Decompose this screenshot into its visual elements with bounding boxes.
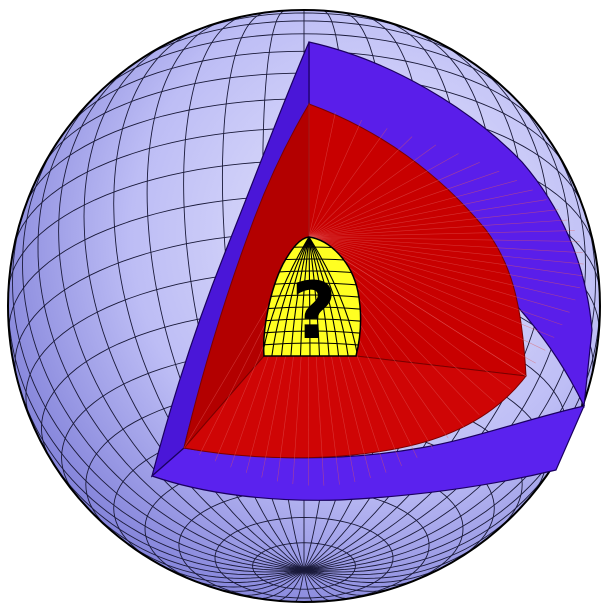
- inner-core-surface: [262, 236, 362, 357]
- core-grid-line: [308, 237, 340, 356]
- mantle-streak: [308, 189, 533, 238]
- grid-line: [256, 569, 305, 599]
- mantle-streak: [308, 153, 459, 238]
- grid-line: [303, 130, 586, 571]
- grid-line: [303, 442, 567, 573]
- grid-line: [303, 569, 397, 592]
- mantle-streak: [308, 236, 546, 351]
- core-grid-line: [308, 237, 311, 356]
- grid-line: [41, 442, 305, 573]
- core-grid-line: [263, 237, 310, 356]
- grid-line: [303, 569, 352, 599]
- grid-line: [252, 542, 356, 590]
- grid-line: [66, 50, 305, 130]
- mantle-streak: [308, 170, 500, 238]
- grid-line: [303, 33, 512, 95]
- grid-line: [211, 569, 305, 592]
- grid-line: [81, 501, 305, 576]
- core-grid-line: [271, 237, 310, 356]
- mantle-streak: [308, 236, 583, 253]
- grid-line: [58, 59, 305, 571]
- grid-line: [303, 50, 542, 130]
- inner-core: ?: [262, 236, 362, 357]
- core-grid-line: [280, 237, 310, 356]
- mantle-streak: [308, 219, 568, 238]
- mantle-streak: [308, 112, 336, 238]
- mantle-streak: [308, 236, 536, 364]
- grid-line: [214, 517, 394, 599]
- mantle-streak: [308, 236, 580, 289]
- grid-line: [22, 130, 305, 571]
- grid-line: [303, 501, 527, 576]
- core-grid-line: [290, 237, 310, 356]
- grid-line: [8, 160, 305, 295]
- core-grid-line: [308, 237, 359, 356]
- mantle-streak: [308, 128, 388, 238]
- mantle-streak: [308, 162, 480, 238]
- grid-line: [37, 85, 305, 571]
- mantle-streak: [308, 236, 570, 313]
- mantle-streak: [308, 199, 547, 238]
- grid-line: [303, 59, 550, 571]
- grid-line: [146, 20, 305, 571]
- grid-line: [12, 193, 305, 571]
- mantle-streak: [308, 144, 437, 238]
- grid-line: [13, 127, 305, 247]
- mantle-streak: [308, 136, 413, 238]
- grid-line: [303, 85, 571, 571]
- mantle-streak: [308, 236, 580, 242]
- grid-line: [119, 537, 305, 579]
- mantle-streak: [308, 236, 584, 265]
- grid-line: [8, 273, 305, 571]
- grid-line: [303, 537, 489, 579]
- grid-line: [8, 195, 305, 337]
- grid-line: [113, 29, 305, 571]
- grid-line: [96, 33, 305, 95]
- grid-line: [24, 98, 305, 207]
- mantle-streak: [308, 119, 362, 238]
- grid-line: [13, 365, 305, 571]
- mantle-streak: [308, 236, 583, 277]
- core-grid-line: [308, 237, 321, 356]
- mantle-layer: [183, 102, 584, 486]
- mantle-streak: [308, 236, 527, 377]
- grid-line: [83, 39, 305, 571]
- core-question-mark: ?: [291, 267, 336, 357]
- mantle-streak: [308, 236, 563, 326]
- core-grid-line: [308, 237, 330, 356]
- core-grid-line: [308, 237, 349, 356]
- mantle-face-bottom: [183, 355, 527, 459]
- mantle-streak: [308, 209, 559, 238]
- core-grid-line: [299, 237, 310, 356]
- grid-line: [44, 72, 305, 164]
- mantle-streak: [308, 230, 575, 238]
- mantle-streak: [308, 236, 576, 301]
- mantle-streak: [308, 180, 517, 238]
- outer-shell-outline: [7, 9, 601, 603]
- mantle-face-top: [308, 103, 527, 377]
- mantle-streak: [308, 236, 555, 338]
- grid-line: [303, 273, 600, 571]
